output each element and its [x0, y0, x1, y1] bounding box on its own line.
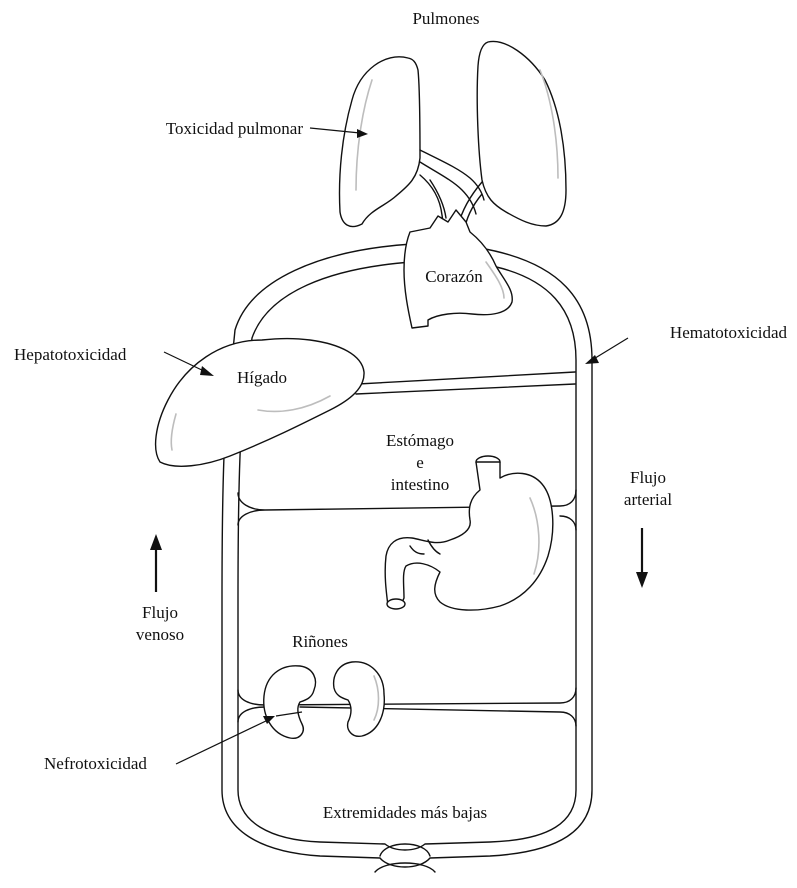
venous-flow-label-line2: venoso — [136, 625, 184, 644]
gi-label-line3: intestino — [391, 475, 450, 494]
left-lung — [340, 57, 421, 227]
liver-label: Hígado — [237, 368, 287, 387]
kidneys-illustration — [264, 662, 385, 739]
liver-branch — [356, 372, 575, 394]
nephrotoxicity-label: Nefrotoxicidad — [44, 754, 147, 773]
liver — [156, 339, 364, 467]
arterial-flow-label-line2: arterial — [624, 490, 672, 509]
hematotoxicity-label: Hematotoxicidad — [670, 323, 788, 342]
heart-label: Corazón — [425, 267, 483, 286]
kidneys-label: Riñones — [292, 632, 348, 651]
left-kidney — [264, 666, 316, 739]
lower-extremities-label: Extremidades más bajas — [323, 803, 487, 822]
lower-loop-detail — [375, 844, 435, 872]
liver-illustration — [156, 339, 364, 467]
intestine-opening — [387, 599, 405, 609]
lungs-illustration — [340, 41, 567, 232]
venous-flow-arrow — [150, 534, 162, 592]
hepatotoxicity-label: Hepatotoxicidad — [14, 345, 127, 364]
arterial-flow-arrow — [636, 528, 648, 588]
right-kidney — [334, 662, 385, 737]
right-lung — [477, 41, 566, 226]
lungs-label: Pulmones — [412, 9, 479, 28]
venous-flow-label-line1: Flujo — [142, 603, 178, 622]
pulmonary-toxicity-label: Toxicidad pulmonar — [166, 119, 303, 138]
gi-label-line1: Estómago — [386, 431, 454, 450]
gi-label-line2: e — [416, 453, 424, 472]
arterial-flow-label-line1: Flujo — [630, 468, 666, 487]
